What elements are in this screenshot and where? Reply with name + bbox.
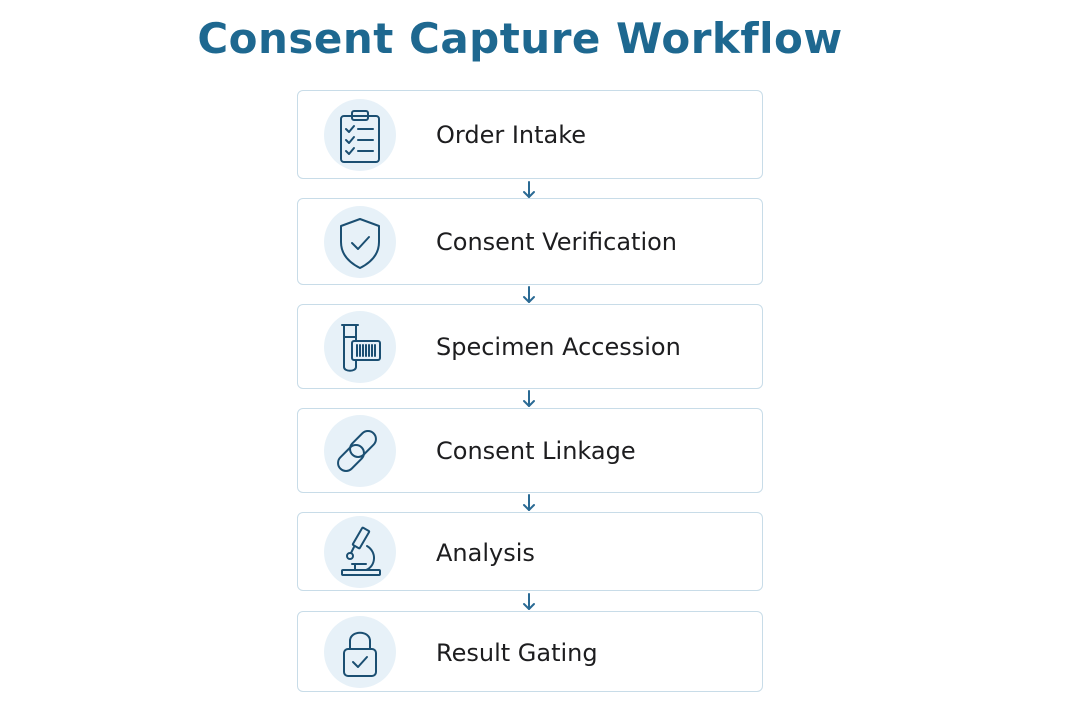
step-label: Analysis: [436, 539, 535, 567]
arrow-down-icon: [519, 180, 539, 200]
step-consent-verification: Consent Verification: [297, 198, 763, 285]
step-result-gating: Result Gating: [297, 611, 763, 692]
step-specimen-accession: Specimen Accession: [297, 304, 763, 389]
arrow-down-icon: [519, 493, 539, 513]
step-order-intake: Order Intake: [297, 90, 763, 179]
step-consent-linkage: Consent Linkage: [297, 408, 763, 493]
arrow-down-icon: [519, 389, 539, 409]
diagram-title: Consent Capture Workflow: [197, 14, 843, 63]
step-label: Consent Linkage: [436, 437, 636, 465]
test-tube-barcode-icon: [324, 311, 396, 383]
arrow-down-icon: [519, 285, 539, 305]
arrow-down-icon: [519, 592, 539, 612]
padlock-check-icon: [324, 616, 396, 688]
step-label: Order Intake: [436, 121, 587, 149]
step-label: Consent Verification: [436, 228, 678, 256]
clipboard-checklist-icon: [324, 99, 396, 171]
step-label: Result Gating: [436, 639, 598, 667]
shield-check-icon: [324, 206, 396, 278]
step-analysis: Analysis: [297, 512, 763, 591]
microscope-icon: [324, 516, 396, 588]
step-label: Specimen Accession: [436, 333, 681, 361]
chain-link-icon: [324, 415, 396, 487]
